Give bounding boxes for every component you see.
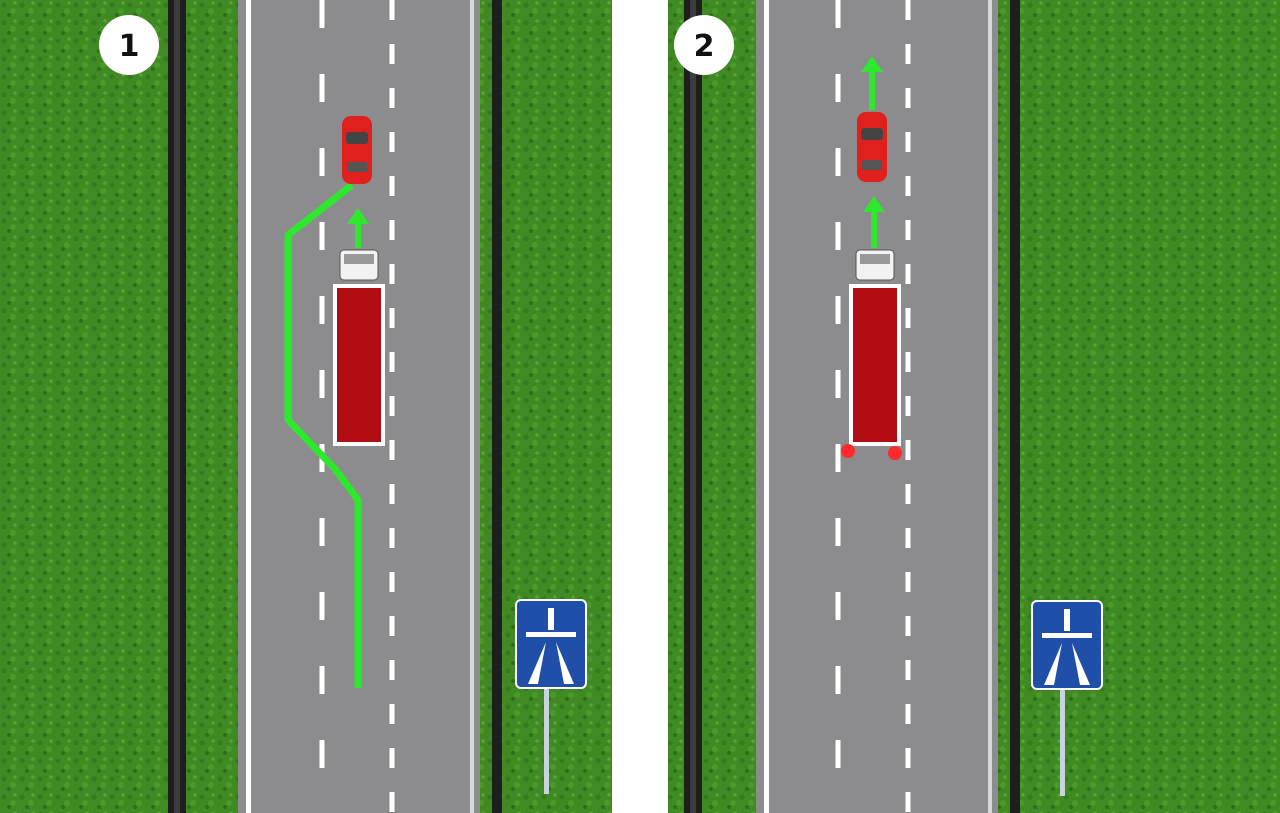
truck-direction-arrow-head bbox=[863, 196, 885, 212]
car-rear-window bbox=[862, 160, 882, 170]
truck-icon bbox=[333, 249, 385, 446]
sign-lane-right bbox=[1072, 643, 1090, 685]
guardrail-right bbox=[1010, 0, 1020, 813]
overtake-path bbox=[284, 182, 362, 688]
truck-windshield bbox=[860, 254, 890, 264]
car-windshield bbox=[861, 128, 883, 140]
sign-lane-right bbox=[556, 642, 574, 684]
road-edge-line-left bbox=[764, 0, 769, 813]
truck-trailer bbox=[337, 288, 381, 442]
road-edge-line-right bbox=[470, 0, 474, 813]
guardrail-left-inner bbox=[690, 0, 696, 813]
motorway-sign-icon bbox=[1031, 600, 1103, 796]
sign-top-stripe bbox=[548, 608, 554, 630]
car-body bbox=[857, 112, 887, 182]
step-badge-2 bbox=[674, 15, 734, 75]
car-icon bbox=[857, 112, 887, 182]
step-badge-1-label: 1 bbox=[119, 29, 140, 64]
guardrail-right bbox=[492, 0, 502, 813]
panel-1: 1 bbox=[0, 0, 612, 813]
truck-direction-arrow-head bbox=[347, 208, 369, 224]
sign-pole bbox=[1060, 690, 1065, 796]
brake-light-right bbox=[888, 446, 902, 460]
panel-separator bbox=[612, 0, 668, 813]
step-badge-1 bbox=[99, 15, 159, 75]
car-rear-window bbox=[347, 162, 367, 172]
sign-bridge bbox=[526, 632, 576, 637]
car-icon bbox=[342, 116, 372, 184]
truck-windshield bbox=[344, 254, 374, 264]
brake-light-left bbox=[841, 444, 855, 458]
car-body bbox=[342, 116, 372, 184]
road-edge-line-right bbox=[988, 0, 992, 813]
guardrail-left-inner bbox=[174, 0, 180, 813]
truck-icon bbox=[841, 249, 902, 460]
road-edge-line-left bbox=[246, 0, 251, 813]
motorway-sign-icon bbox=[515, 599, 587, 794]
step-badge-2-label: 2 bbox=[694, 29, 715, 64]
car-direction-arrow-head bbox=[861, 56, 883, 72]
truck-trailer bbox=[853, 288, 897, 442]
sign-lane-left bbox=[528, 642, 546, 684]
sign-panel bbox=[1031, 600, 1103, 690]
car-windshield bbox=[346, 132, 368, 144]
sign-lane-left bbox=[1044, 643, 1062, 685]
sign-panel bbox=[515, 599, 587, 689]
sign-bridge bbox=[1042, 633, 1092, 638]
sign-pole bbox=[544, 688, 549, 794]
panel-2: 2 bbox=[668, 0, 1280, 813]
sign-top-stripe bbox=[1064, 609, 1070, 631]
